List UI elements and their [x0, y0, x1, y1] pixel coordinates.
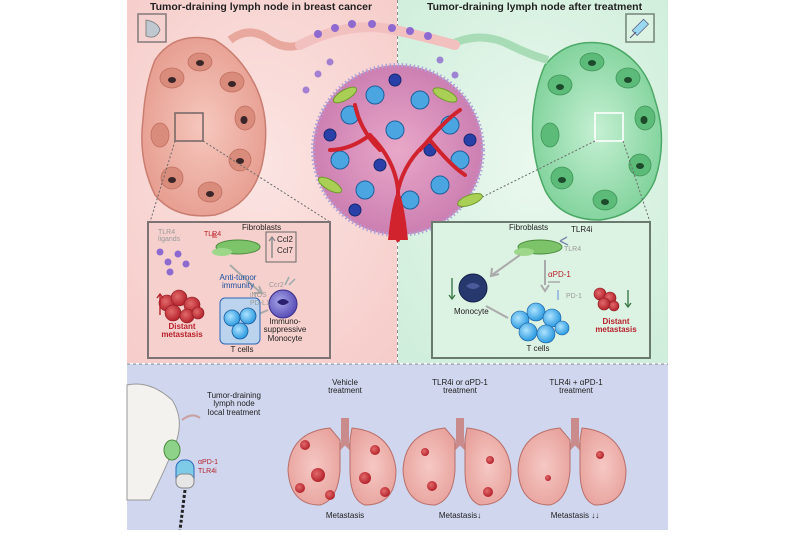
fibroblasts-label-right: Fibroblasts [509, 223, 549, 232]
tcells-label-right: T cells [526, 344, 550, 353]
apd1-label: αPD-1 [548, 270, 571, 279]
syringe-icon [625, 13, 655, 43]
lung-caption-vehicle: Metastasis [325, 511, 365, 520]
right-header: Tumor-draining lymph node after treatmen… [427, 1, 643, 13]
immunosuppressive-monocyte-label: Immuno- suppressive Monocyte [263, 317, 307, 343]
left-lymph-node [141, 28, 302, 217]
lungs-vehicle [287, 418, 397, 506]
syringe-tlr4i-label: TLR4i [198, 468, 217, 475]
lung-title-single: TLR4i or αPD-1 treatment [432, 378, 488, 396]
left-header: Tumor-draining lymph node in breast canc… [150, 1, 373, 13]
breast-icon [137, 13, 167, 43]
pd1-label: PD-1 [566, 293, 582, 300]
ccr2-label: Ccr2 [269, 282, 284, 289]
ccl7-label: Ccl7 [277, 246, 294, 255]
tdln-local-treatment-label: Tumor-draining lymph node local treatmen… [207, 391, 261, 417]
left-zoom-panel [147, 221, 331, 359]
right-lymph-node [448, 33, 663, 221]
syringe-apd1-label: αPD-1 [198, 459, 218, 466]
distant-metastasis-right: Distant metastasis [595, 317, 637, 335]
tlr4-label-left: TLR4 [204, 231, 222, 238]
lungs-single-treatment [402, 418, 512, 506]
pdl1-label: PD-L1 [250, 300, 270, 307]
lung-caption-single: Metastasis↓ [438, 511, 482, 520]
tlr4-ligands-label: TLR4 ligands [158, 229, 181, 244]
fibroblasts-label-left: Fibroblasts [242, 223, 282, 232]
mouse-illustration [126, 383, 201, 531]
tlr4i-label: TLR4i [571, 225, 593, 234]
anti-tumor-label: Anti-tumor immunity [219, 273, 257, 291]
lungs-combination [517, 418, 627, 506]
lung-caption-combination: Metastasis ↓↓ [550, 511, 600, 520]
tcells-label-left: T cells [230, 345, 254, 354]
lung-title-vehicle: Vehicle treatment [328, 378, 362, 396]
distant-metastasis-left: Distant metastasis [161, 322, 203, 340]
monocyte-label-right: Monocyte [454, 307, 489, 316]
ccl2-label: Ccl2 [277, 235, 294, 244]
inos-label: iNOS [250, 292, 267, 299]
tlr4-label-right: TLR4 [564, 246, 582, 253]
tumor [311, 63, 485, 242]
lung-title-combination: TLR4i + αPD-1 treatment [549, 378, 603, 396]
right-zoom-panel [431, 221, 651, 359]
